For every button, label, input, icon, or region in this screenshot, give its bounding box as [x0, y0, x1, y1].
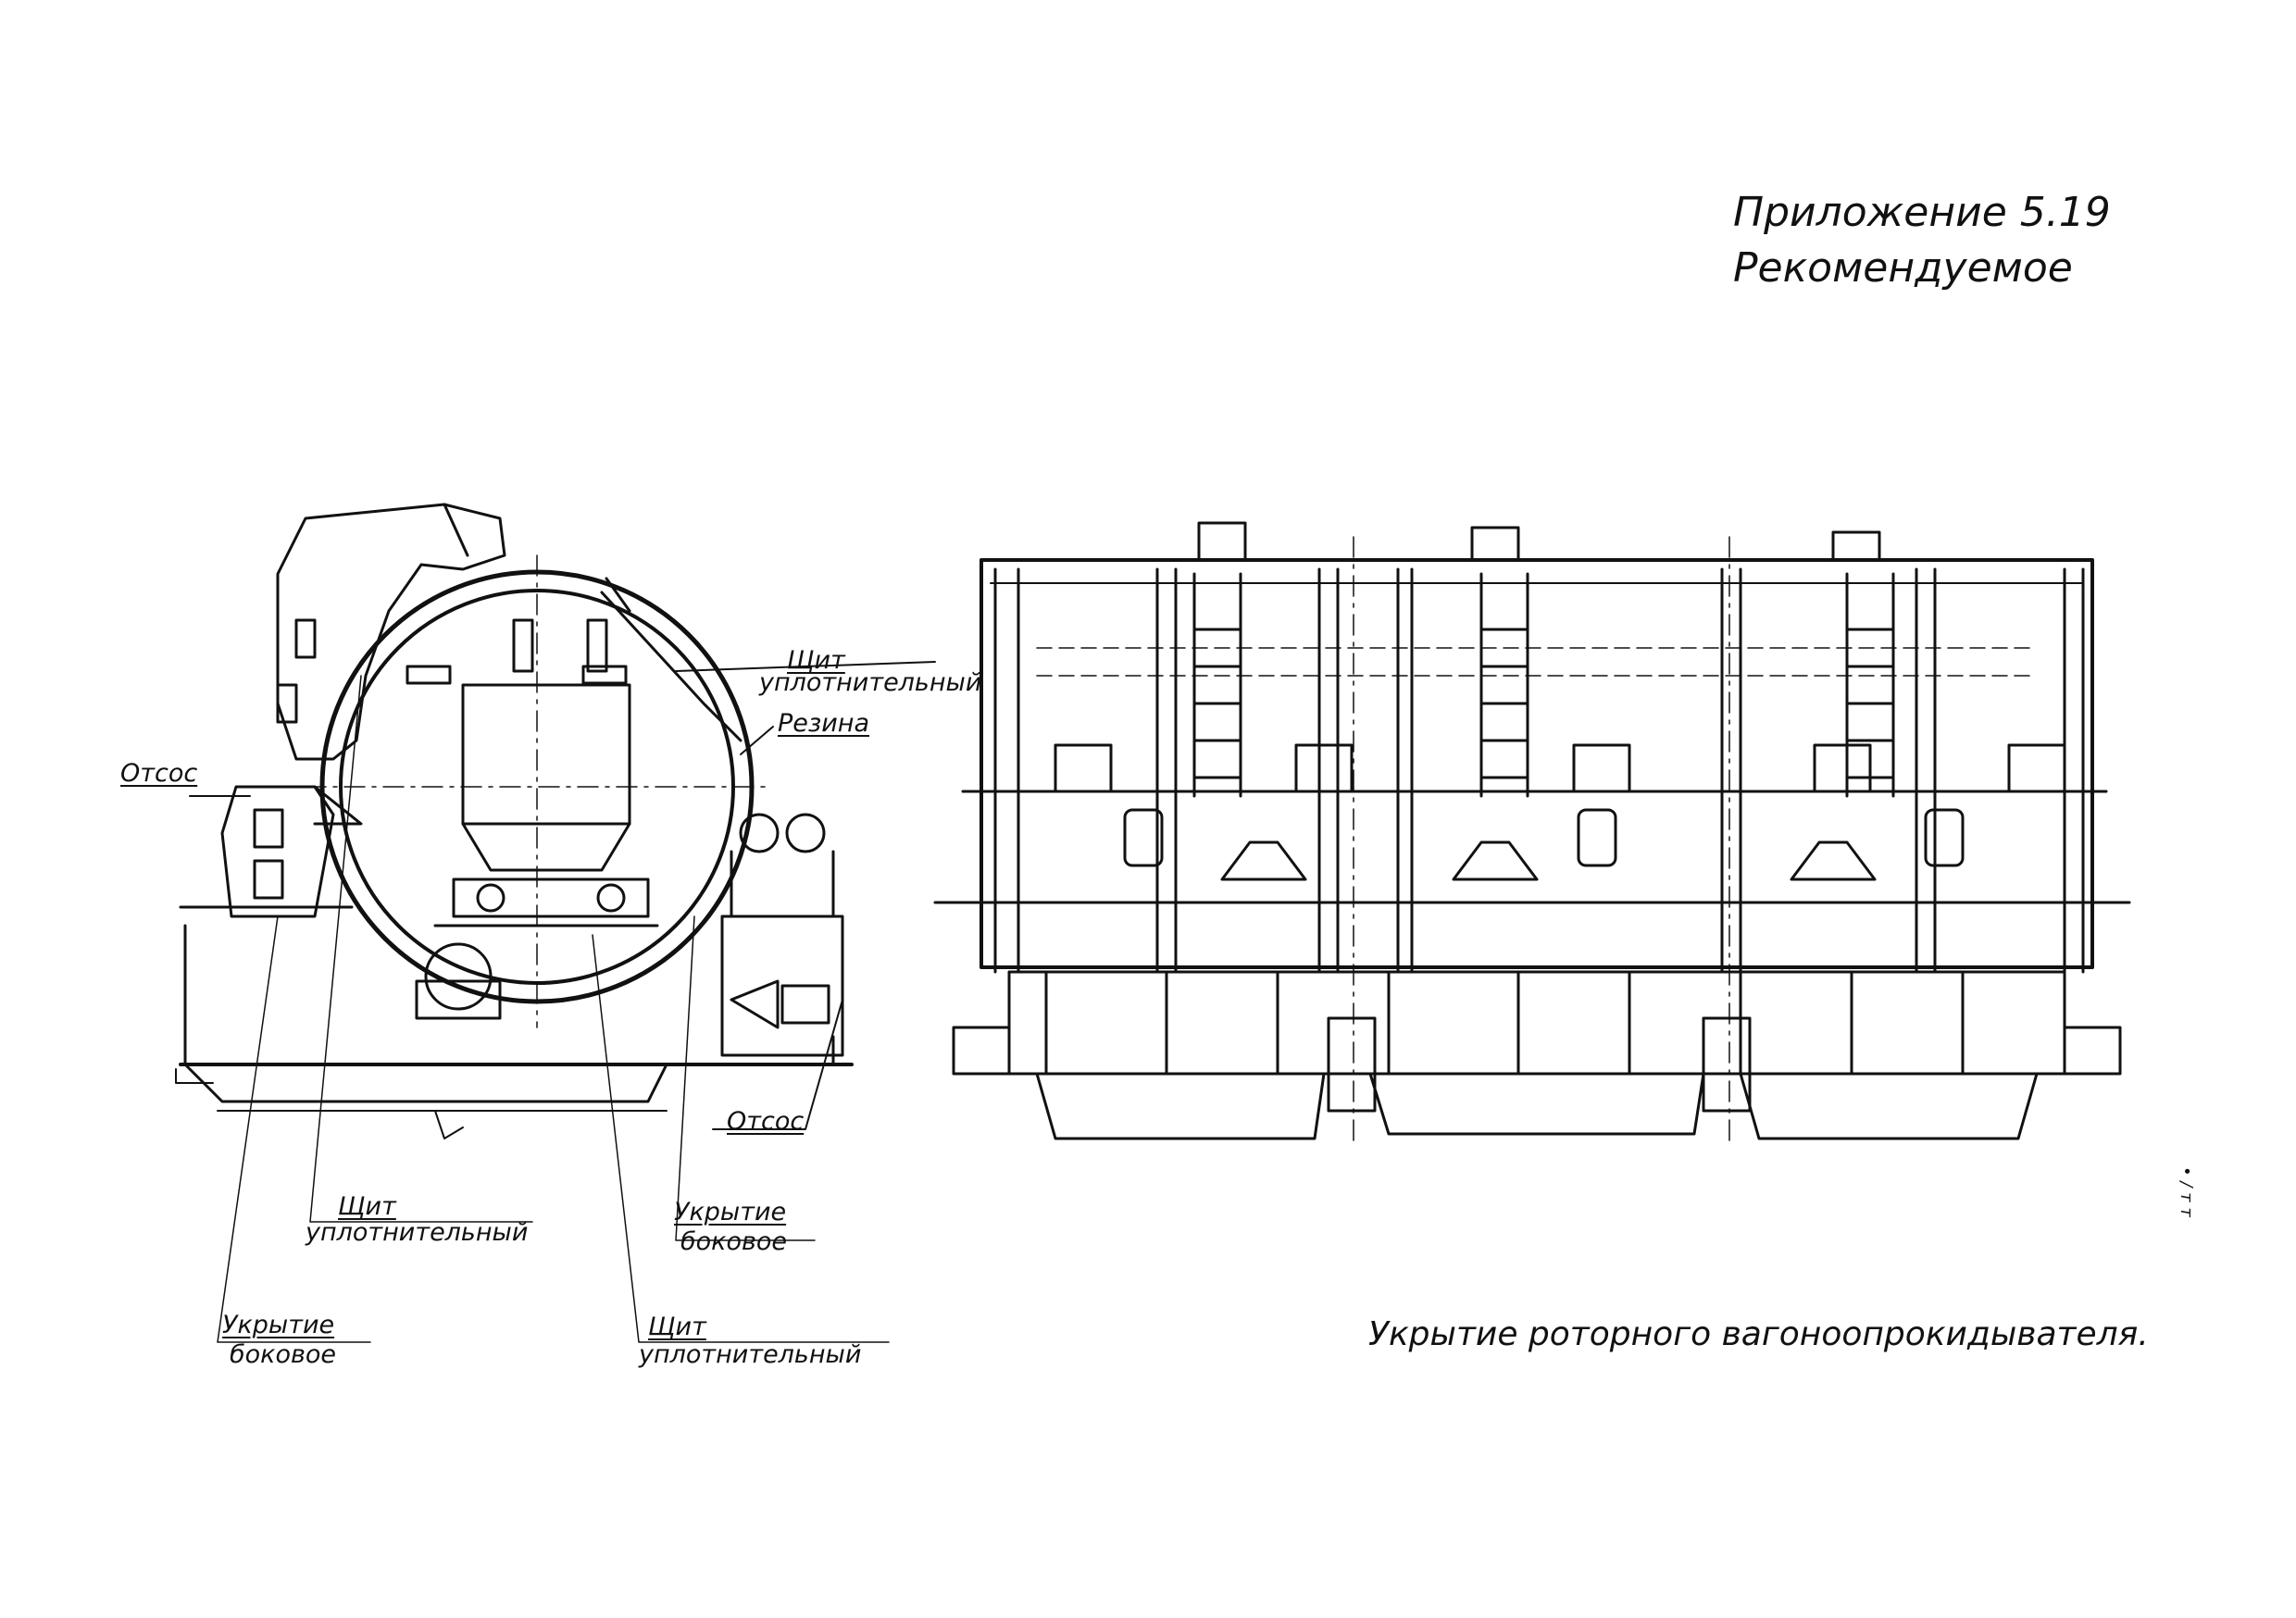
label-ukrytie-b-line1: Укрытие [222, 1311, 335, 1339]
label-shchit-b-line1: Щит [648, 1313, 706, 1341]
label-otsos-bottom: Отсос [727, 1107, 805, 1136]
foundation-left [179, 905, 835, 1103]
appendix-number: Приложение 5.19 [1733, 189, 2111, 236]
label-shchit-a-line1: Щит [338, 1192, 396, 1221]
wagon-body [461, 683, 631, 826]
label-otsos-left: Отсос [120, 759, 198, 788]
hopper-chute [276, 503, 506, 761]
label-ukrytie-a-line2: боковое [680, 1227, 788, 1256]
drawing-caption: Укрытие роторного вагоноопрокидывателя. [1368, 1315, 2149, 1353]
label-shchit-top-line2: уплотнительный [759, 668, 982, 697]
status-recommended: Рекомендуемое [1733, 244, 2073, 292]
drive-unit [720, 915, 844, 1057]
label-shchit-top-line1: Щит [787, 646, 845, 675]
margin-mark: • / т т [2177, 1166, 2196, 1217]
hopper-1 [1220, 840, 1307, 881]
label-shchit-b-line2: уплотнительный [639, 1340, 862, 1369]
label-ukrytie-a-line1: Укрытие [674, 1198, 787, 1226]
main-frame [980, 558, 2094, 969]
label-ukrytie-b-line2: боковое [230, 1340, 337, 1369]
side-elevation-view [933, 521, 2131, 1149]
hopper-2 [1452, 840, 1539, 881]
foundation-right [1035, 1072, 2039, 1140]
cross-section-view [175, 503, 936, 1343]
label-shchit-a-line2: уплотнительный [306, 1218, 529, 1247]
hopper-3 [1790, 840, 1877, 881]
label-rezina: Резина [778, 709, 869, 738]
